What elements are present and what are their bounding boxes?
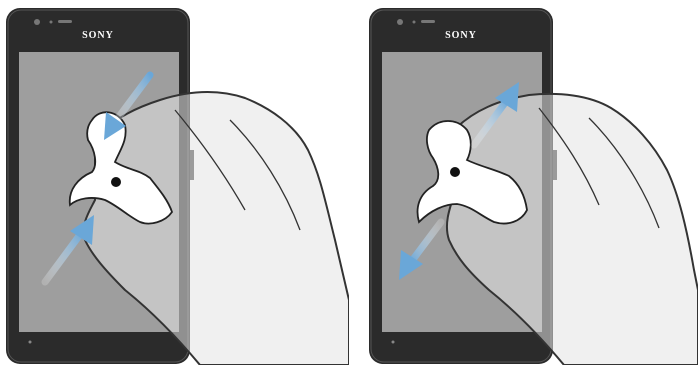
phone-brand: SONY [82,30,114,41]
hand-overlay [82,91,350,366]
finger-crease [538,107,600,206]
hand-overlay [445,92,698,366]
arrow-outward-bottom-icon [399,218,445,280]
thumb-and-finger [68,111,173,225]
pinch-in-panel: SONY [0,0,350,366]
touch-point-icon [450,167,460,177]
pinch-out-drawing: SONY [369,8,698,366]
arrow-outward-top-icon [470,82,519,149]
front-camera-icon [34,19,40,25]
pinch-out-panel: SONY [349,0,698,366]
arrow-inward-bottom-icon [41,215,94,286]
phone-brand: SONY [445,30,477,41]
home-indicator [391,340,395,344]
touch-point-icon [111,177,121,187]
thumb-and-finger [416,120,528,225]
finger-crease [229,119,301,231]
front-camera-icon [397,19,403,25]
pinch-in-drawing: SONY [6,8,350,366]
earpiece [58,20,72,23]
sensor-icon [412,20,416,24]
arrow-inward-top-icon [104,71,154,140]
finger-crease [588,117,660,229]
finger-crease [174,109,246,211]
home-indicator [28,340,32,344]
sensor-icon [49,20,53,24]
earpiece [421,20,435,23]
